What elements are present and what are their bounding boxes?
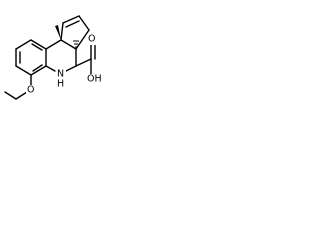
double-bond-c1-c2 [65, 20, 80, 28]
bond-c4-n [65, 65, 77, 72]
bond-ch2-ch3 [4, 91, 17, 100]
bond-c6-c1 [30, 39, 47, 50]
wedge-bond-c9b [55, 25, 61, 40]
structure-diagram: N H O O OH [4, 15, 106, 100]
bond-c9b-c6a [45, 39, 62, 50]
bond-c1-c2 [62, 15, 80, 24]
piperidine-ring [45, 39, 77, 72]
hydroxyl-label: OH [87, 74, 102, 85]
bond-n-c5a [45, 65, 56, 72]
atom-labels: N H O O OH [26, 34, 106, 96]
nitrogen-hydrogen-label: H [57, 79, 64, 90]
bond-c2-c3 [78, 15, 90, 31]
bond-c3-c4 [15, 65, 32, 76]
bond-o-ch2 [15, 91, 28, 100]
benzene-ring [15, 39, 47, 76]
bond-c4-c5 [30, 65, 47, 76]
bond-c3-c3a [75, 29, 90, 50]
bond-c3a-c9b [60, 39, 77, 50]
double-bond-inner-3 [32, 64, 43, 72]
nitrogen-label: N [57, 69, 64, 80]
stereo-bonds [55, 25, 79, 48]
double-bond-inner-2 [31, 43, 43, 51]
bond-c4-cooh [75, 58, 92, 67]
bond-c1-c2 [15, 39, 32, 50]
bond-c9b-c1 [60, 22, 64, 41]
ester-oxygen-label: O [27, 85, 34, 96]
hashed-bond-c3a [73, 40, 79, 48]
carboxylic-acid-group [75, 43, 96, 75]
cyclopentene-ring [60, 15, 90, 50]
ethoxy-group [4, 74, 32, 100]
carbonyl-oxygen-label: O [88, 34, 95, 45]
